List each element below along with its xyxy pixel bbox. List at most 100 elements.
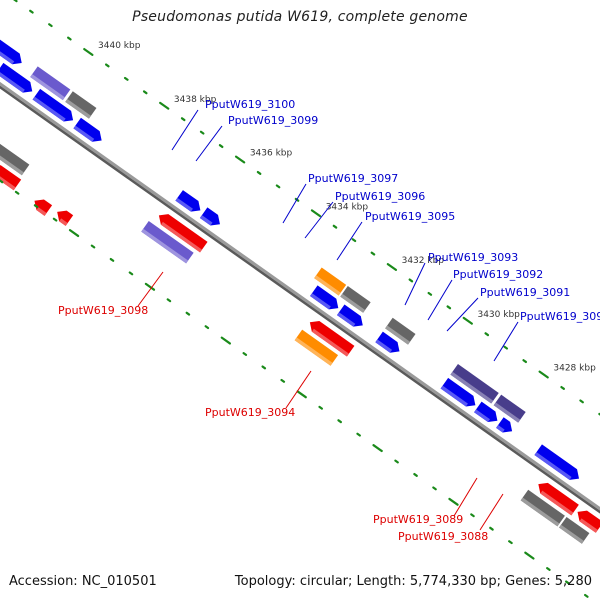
gene-label[interactable]: PputW619_3089 <box>373 513 463 526</box>
scale-tick-upper <box>522 359 528 364</box>
scale-tick-lower <box>583 593 589 598</box>
scale-tick-upper <box>332 224 338 229</box>
gene-label[interactable]: PputW619_3094 <box>205 406 295 419</box>
gene-red-3094[interactable] <box>306 317 355 357</box>
scale-tick-upper <box>142 90 148 95</box>
gene-blue-0[interactable] <box>0 37 25 68</box>
scale-tick-lower <box>489 526 494 531</box>
scale-tick-lower <box>14 190 20 195</box>
scale-tick-lower <box>356 432 361 437</box>
gene-label[interactable]: PputW619_3090 <box>520 310 600 323</box>
scale-tick-lower <box>318 405 324 410</box>
genome-backbone <box>0 71 600 537</box>
scale-tick-lower <box>372 444 383 453</box>
gene-PputW619_3095[interactable] <box>375 331 403 357</box>
gene-PputW619_3093[interactable] <box>450 364 499 404</box>
scale-tick-upper <box>218 144 224 149</box>
scale-tick-upper <box>159 101 170 110</box>
gene-PputW619_3091[interactable] <box>496 417 516 436</box>
gene-red-3098[interactable] <box>155 210 208 253</box>
scale-tick-lower <box>166 298 172 303</box>
genome-summary: Topology: circular; Length: 5,774,330 bp… <box>234 574 592 589</box>
gene-red-3089[interactable] <box>535 479 579 516</box>
scale-tick-lower <box>68 229 80 238</box>
gene-grey-3096[interactable] <box>340 286 371 313</box>
gene-label[interactable]: PputW619_3098 <box>58 304 148 317</box>
gene-label-leader <box>446 297 479 332</box>
scale-tick-upper <box>67 36 72 41</box>
gene-red-small2[interactable] <box>53 207 74 226</box>
gene-red-small1[interactable] <box>31 195 53 216</box>
gene-label-leader <box>137 271 164 307</box>
scale-tick-upper <box>48 23 53 28</box>
gene-label[interactable]: PputW619_3088 <box>398 530 488 543</box>
scale-tick-upper <box>503 345 509 350</box>
scale-tick-lower <box>546 567 551 571</box>
gene-grey-1[interactable] <box>65 91 97 119</box>
gene-label-leader <box>336 221 363 261</box>
scale-label: 3434 kbp <box>326 202 369 212</box>
gene-PputW619_3096[interactable] <box>336 304 367 331</box>
scale-tick-upper <box>579 399 584 404</box>
gene-label[interactable]: PputW619_3091 <box>480 286 570 299</box>
scale-tick-upper <box>538 370 549 379</box>
gene-grey-rev1[interactable] <box>0 141 30 176</box>
scale-label: 3440 kbp <box>98 41 141 51</box>
gene-blue-1[interactable] <box>0 62 36 97</box>
genome-title: Pseudomonas putida W619, complete genome <box>132 9 468 25</box>
scale-tick-upper <box>83 47 94 56</box>
gene-red-rev1[interactable] <box>0 161 22 191</box>
scale-tick-lower <box>280 378 286 383</box>
scale-tick-lower <box>337 419 342 424</box>
gene-PputW619_3097[interactable] <box>314 267 347 296</box>
backbone-shadow <box>0 73 600 539</box>
gene-3093-blue[interactable] <box>440 377 480 411</box>
scale-label: 3436 kbp <box>250 149 293 159</box>
gene-grey-3095[interactable] <box>385 317 416 345</box>
gene-label[interactable]: PputW619_3092 <box>453 268 543 281</box>
scale-tick-upper <box>427 291 433 296</box>
scale-tick-lower <box>470 513 475 518</box>
gene-label-leader <box>427 279 453 321</box>
gene-PputW619_3092[interactable] <box>474 401 501 426</box>
gene-label[interactable]: PputW619_3100 <box>205 98 295 111</box>
gene-label[interactable]: PputW619_3096 <box>335 190 425 203</box>
gene-label-leader <box>304 201 334 239</box>
gene-slate-2[interactable] <box>493 394 526 423</box>
gene-label-leader <box>282 183 307 224</box>
scale-tick-lower <box>261 365 267 370</box>
scale-tick-lower <box>413 472 418 477</box>
scale-tick-lower <box>220 336 232 345</box>
scale-tick-upper <box>199 130 205 135</box>
gene-label[interactable]: PputW619_3099 <box>228 114 318 127</box>
scale-tick-upper <box>370 251 376 256</box>
scale-tick-lower <box>144 282 156 291</box>
scale-tick-upper <box>386 263 398 271</box>
gene-PputW619_3090[interactable] <box>534 444 582 484</box>
gene-label-leader <box>195 125 223 162</box>
gene-PputW619_3098[interactable] <box>141 221 194 264</box>
gene-PputW619_3088[interactable] <box>559 516 590 544</box>
gene-PputW619_3094[interactable] <box>294 329 339 366</box>
gene-blue-3[interactable] <box>73 117 105 146</box>
gene-label-leader <box>171 109 199 151</box>
gene-PputW619_3100[interactable] <box>175 190 204 216</box>
gene-label-leader <box>285 370 312 409</box>
scale-tick-lower <box>508 540 513 545</box>
gene-3097-blue[interactable] <box>310 285 342 313</box>
gene-blue-2[interactable] <box>32 88 77 126</box>
gene-label[interactable]: PputW619_3097 <box>308 172 398 185</box>
scale-tick-upper <box>310 209 322 218</box>
gene-label-leader <box>479 493 504 531</box>
gene-PputW619_3099[interactable] <box>199 207 224 229</box>
gene-lavender-1[interactable] <box>30 66 71 101</box>
gene-PputW619_3089[interactable] <box>520 489 565 527</box>
scale-tick-upper <box>446 305 452 310</box>
scale-tick-upper <box>123 76 129 81</box>
scale-tick-upper <box>484 332 490 337</box>
scale-tick-upper <box>13 0 18 3</box>
gene-red-3088[interactable] <box>574 507 600 533</box>
gene-label[interactable]: PputW619_3093 <box>428 251 518 264</box>
gene-label[interactable]: PputW619_3095 <box>365 210 455 223</box>
scale-tick-lower <box>448 497 459 506</box>
